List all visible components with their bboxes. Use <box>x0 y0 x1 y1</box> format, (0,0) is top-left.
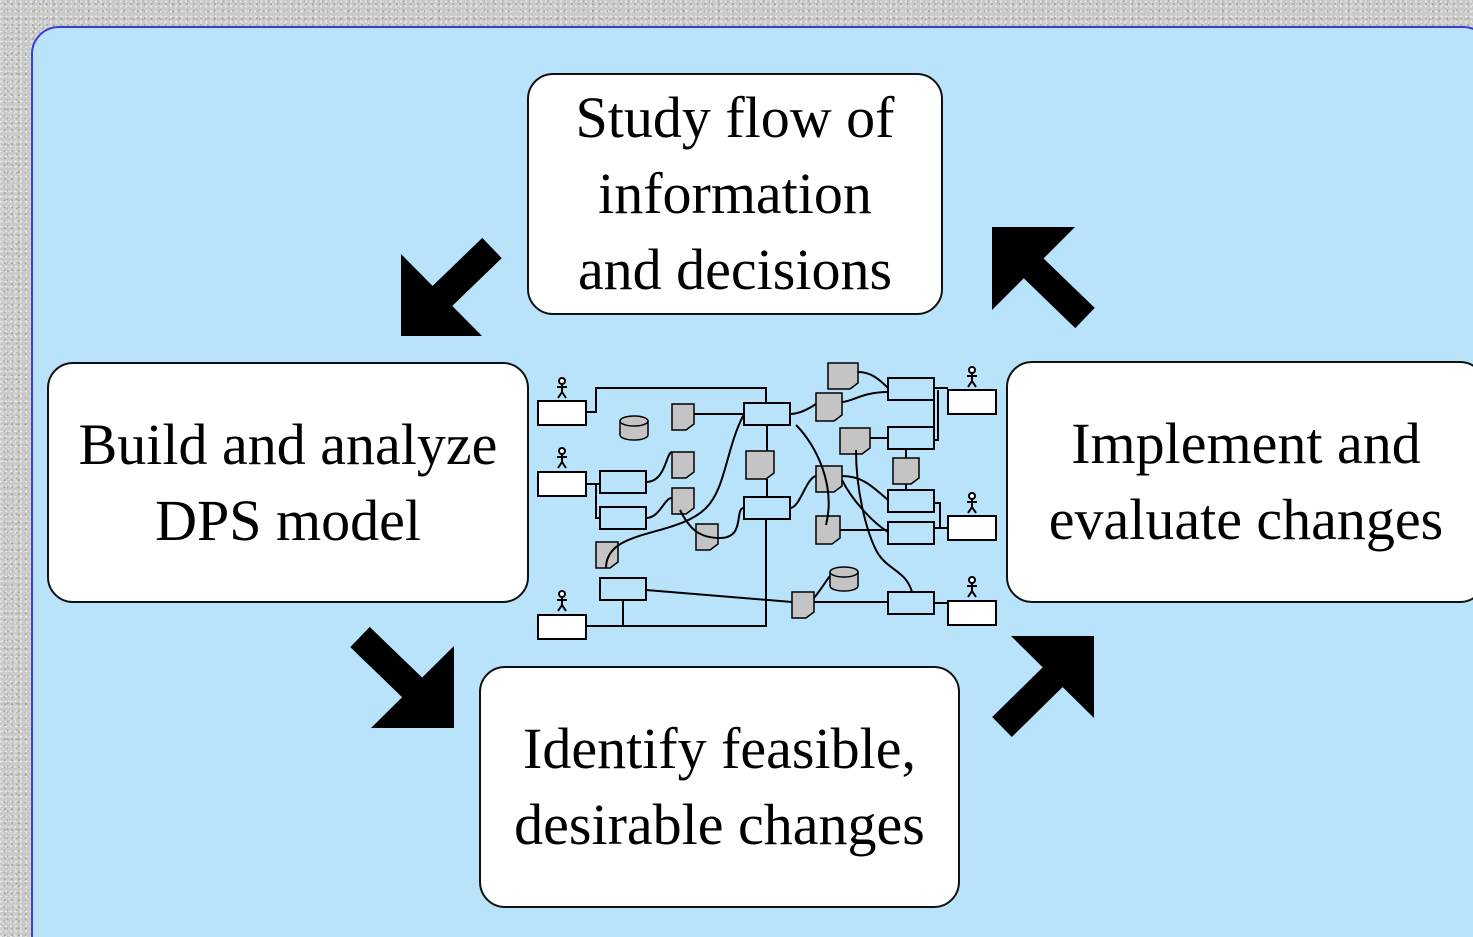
actor-icon <box>966 492 978 514</box>
step-build-model-label: Build and analyze DPS model <box>78 411 498 553</box>
actor-icon <box>556 590 568 612</box>
actor-icon <box>556 377 568 399</box>
step-implement: Implement and evaluate changes <box>1006 361 1473 603</box>
actor-box <box>537 614 587 640</box>
step-study-flow-label: Study flow of information and decisions <box>575 85 895 302</box>
actor-icon <box>966 366 978 388</box>
arrow-down-right-icon <box>350 626 454 728</box>
actor-box <box>947 600 997 626</box>
arrow-up-left-icon <box>992 227 1095 329</box>
step-implement-label: Implement and evaluate changes <box>1048 411 1444 552</box>
actor-icon <box>966 576 978 598</box>
actor-box <box>947 389 997 415</box>
actor-box <box>947 515 997 541</box>
step-build-model: Build and analyze DPS model <box>47 362 529 603</box>
arrow-up-right-icon <box>992 636 1094 737</box>
step-identify-changes-label: Identify feasible, desirable changes <box>514 716 925 857</box>
arrow-down-left-icon <box>401 237 502 336</box>
actor-icon <box>556 447 568 469</box>
actor-box <box>537 400 587 426</box>
actor-box <box>537 471 587 497</box>
step-identify-changes: Identify feasible, desirable changes <box>479 666 960 908</box>
step-study-flow: Study flow of information and decisions <box>527 73 943 315</box>
